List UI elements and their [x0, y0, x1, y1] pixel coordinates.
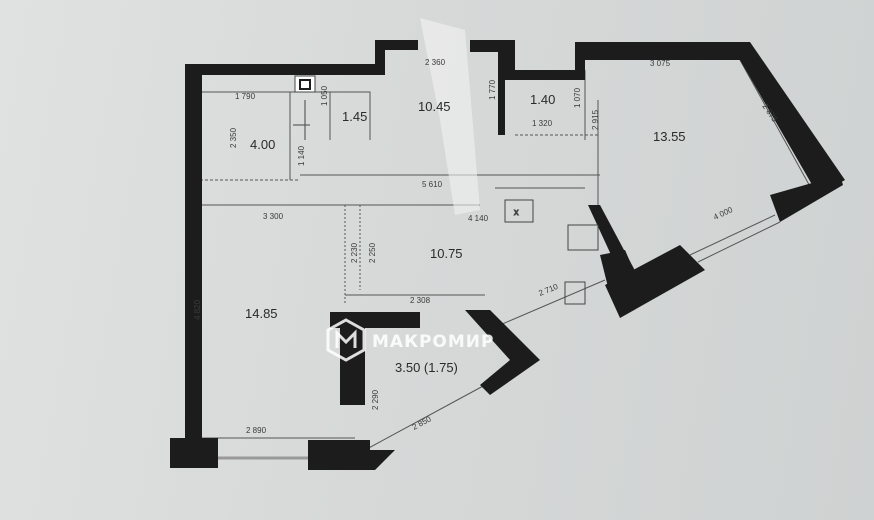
exterior-walls [170, 40, 845, 470]
room-area-corridor: 10.45 [418, 99, 451, 114]
dimension-label: 2 710 [537, 282, 559, 298]
dimension-label: 2 360 [425, 58, 446, 67]
dimension-label: 1 140 [297, 145, 306, 166]
inner-partitions [193, 57, 813, 460]
room-area-storage: 4.00 [250, 137, 275, 152]
svg-text:x: x [514, 207, 519, 217]
dimension-label: 2 850 [411, 414, 433, 432]
dimension-label: 2 230 [350, 242, 359, 263]
watermark-logo-icon [326, 318, 366, 362]
dimension-label: 3 300 [263, 212, 284, 221]
dimension-label: 1 790 [235, 92, 256, 101]
dimension-label: 4 140 [468, 214, 489, 223]
dimension-label: 2 290 [371, 389, 380, 410]
dimension-label: 2 308 [410, 296, 431, 305]
dimension-label: 4 820 [193, 299, 202, 320]
room-area-bedroom: 13.55 [653, 129, 686, 144]
fixtures: x [293, 75, 599, 305]
watermark-text: МАКРОМИР [372, 332, 494, 352]
dimension-label: 2 890 [246, 426, 267, 435]
room-area-bath-small: 1.40 [530, 92, 555, 107]
watermark: МАКРОМИР [326, 318, 494, 362]
dimension-label: 1 320 [532, 119, 553, 128]
dimension-label: 4 000 [712, 205, 734, 222]
dimension-label: 2 915 [591, 109, 600, 130]
room-area-kitchen: 10.75 [430, 246, 463, 261]
room-area-wc: 1.45 [342, 109, 367, 124]
dimension-label: 1 070 [573, 87, 582, 108]
room-area-balcony: 3.50 (1.75) [395, 360, 458, 375]
dimension-label: 5 610 [422, 180, 443, 189]
dimension-label: 3 075 [650, 59, 671, 68]
room-area-living: 14.85 [245, 306, 278, 321]
dimension-label: 1 770 [488, 79, 497, 100]
dimension-label: 2 250 [368, 242, 377, 263]
dimension-label: 2 350 [229, 127, 238, 148]
dimension-label: 1 050 [320, 85, 329, 106]
door-swing-area [420, 18, 480, 215]
